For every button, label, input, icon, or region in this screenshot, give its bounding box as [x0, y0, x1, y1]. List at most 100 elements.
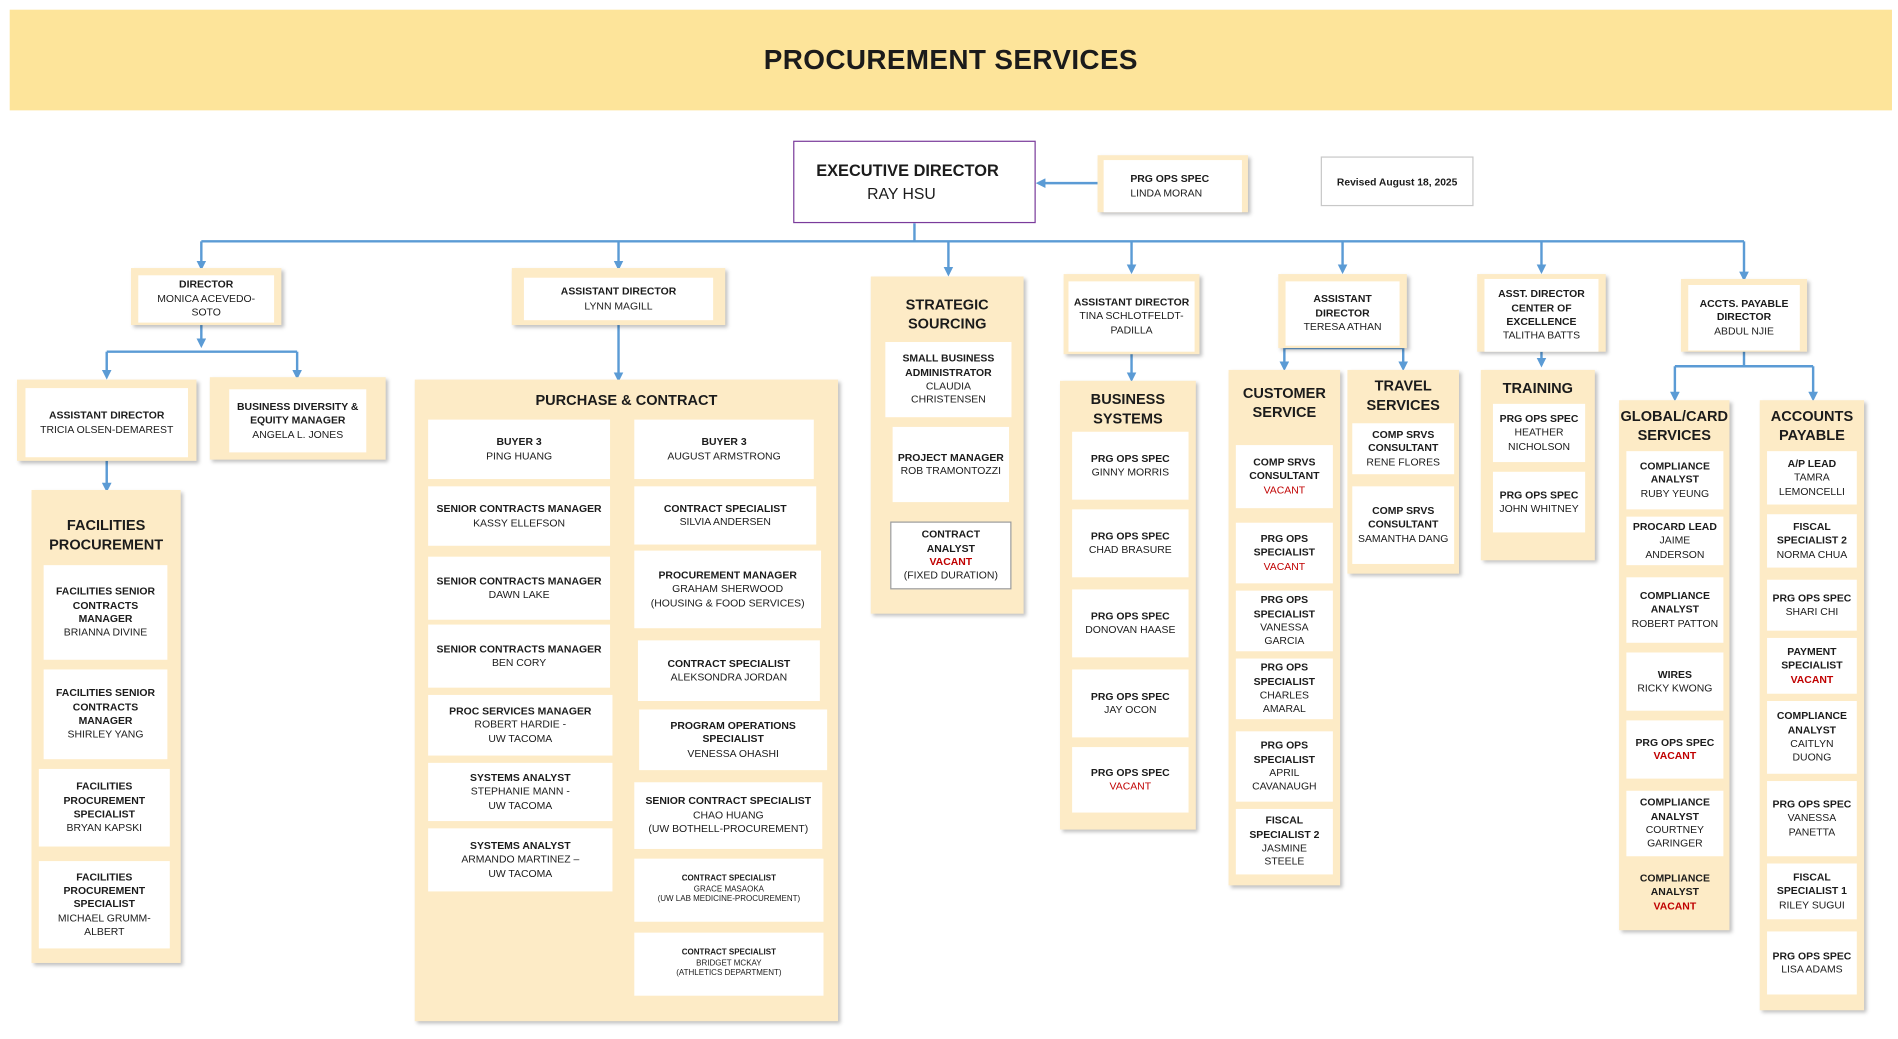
member-name: SHIRLEY YANG: [67, 728, 144, 741]
facilities-member-3: FACILITIES PROCUREMENT SPECIALIST BRYAN …: [38, 768, 170, 847]
customer-member-5: PRG OPS SPECIALIST APRIL CAVANAUGH: [1235, 731, 1333, 802]
member-name: SILVIA ANDERSEN: [679, 515, 771, 528]
member-name: TAMRA LEMONCELLI: [1778, 470, 1845, 497]
business-title: BUSINESS SYSTEMS: [1090, 390, 1166, 427]
member-title: FISCAL SPECIALIST 1: [1776, 870, 1847, 897]
exec-support-panel: PRG OPS SPEC LINDA MORAN: [1097, 155, 1248, 213]
member-title: COMPLIANCE ANALYST: [1776, 709, 1847, 736]
member-title: BUYER 3: [496, 435, 542, 448]
member-name: STEPHANIE MANN -: [470, 785, 570, 798]
purchase-right-7: CONTRACT SPECIALIST GRACE MASAOKA (UW LA…: [634, 858, 824, 922]
business-member-2: PRG OPS SPEC CHAD BRASURE: [1072, 509, 1189, 578]
asst-dir-coe-title: ASST. DIRECTOR CENTER OF EXCELLENCE: [1498, 287, 1585, 328]
member-name: BRIDGET MCKAY: [696, 958, 762, 968]
asst-dir-coe-card: ASST. DIRECTOR CENTER OF EXCELLENCE TALI…: [1484, 278, 1599, 352]
purchase-right-2: CONTRACT SPECIALIST SILVIA ANDERSEN: [634, 486, 817, 545]
member-name: ROBERT PATTON: [1631, 616, 1719, 630]
member-name: KASSY ELLEFSON: [473, 516, 566, 529]
diversity-title: BUSINESS DIVERSITY & EQUITY MANAGER: [237, 400, 359, 427]
member-title: BUYER 3: [701, 435, 747, 448]
executive-name: RAY HSU: [867, 184, 936, 203]
global-member-7: COMPLIANCE ANALYST VACANT: [1626, 866, 1723, 919]
purchase-left-5: PROC SERVICES MANAGER ROBERT HARDIE - UW…: [428, 694, 613, 756]
facilities-member-2: FACILITIES SENIOR CONTRACTS MANAGER SHIR…: [43, 669, 168, 760]
purchase-left-2: SENIOR CONTRACTS MANAGER KASSY ELLEFSON: [428, 486, 611, 546]
member-name: CAITLYN DUONG: [1790, 737, 1834, 764]
asst-dir-purchase-title: ASSISTANT DIRECTOR: [560, 285, 677, 298]
member-name: DONOVAN HAASE: [1085, 623, 1176, 636]
diversity-panel: BUSINESS DIVERSITY & EQUITY MANAGER ANGE…: [209, 377, 386, 460]
customer-title: CUSTOMER SERVICE: [1242, 384, 1326, 421]
asst-dir-customer-name: TERESA ATHAN: [1303, 320, 1382, 333]
business-member-3: PRG OPS SPEC DONOVAN HAASE: [1072, 589, 1189, 658]
member-title: SMALL BUSINESS ADMINISTRATOR: [902, 352, 995, 378]
asst-dir-purchase-name: LYNN MAGILL: [584, 298, 653, 312]
ap-director-name: ABDUL NJIE: [1714, 324, 1774, 337]
purchase-right-5: PROGRAM OPERATIONS SPECIALIST VENESSA OH…: [639, 709, 828, 771]
member-title: PRG OPS SPEC: [1772, 798, 1852, 811]
asst-dir-business-name: TINA SCHLOTFELDT-PADILLA: [1079, 309, 1184, 336]
member-title: PRG OPS SPEC: [1090, 529, 1170, 542]
purchase-panel: PURCHASE & CONTRACT BUYER 3 PING HUANG S…: [414, 379, 839, 1022]
customer-member-4: PRG OPS SPECIALIST CHARLES AMARAL: [1235, 658, 1333, 720]
diversity-name: ANGELA L. JONES: [252, 427, 344, 440]
member-title: PRG OPS SPEC: [1499, 412, 1579, 425]
asst-dir-customer-panel: ASSISTANT DIRECTOR TERESA ATHAN: [1278, 274, 1407, 349]
vacant-label: VACANT: [1263, 559, 1306, 573]
member-title: PRG OPS SPECIALIST: [1253, 738, 1316, 765]
training-panel: TRAINING PRG OPS SPEC HEATHER NICHOLSON …: [1480, 369, 1595, 561]
business-panel: BUSINESS SYSTEMS PRG OPS SPEC GINNY MORR…: [1059, 380, 1196, 830]
member-name: ARMANDO MARTINEZ –: [461, 852, 580, 866]
global-panel: GLOBAL/CARD SERVICES COMPLIANCE ANALYST …: [1619, 400, 1730, 931]
asst-dir-business-title: ASSISTANT DIRECTOR: [1073, 295, 1190, 309]
member-name: SAMANTHA DANG: [1358, 532, 1449, 545]
vacant-label: VACANT: [1263, 483, 1306, 496]
facilities-panel: FACILITIES PROCUREMENT FACILITIES SENIOR…: [31, 489, 181, 963]
member-title: WIRES: [1657, 667, 1692, 680]
customer-panel: CUSTOMER SERVICE COMP SRVS CONSULTANT VA…: [1228, 369, 1341, 886]
member-title: PROGRAM OPERATIONS SPECIALIST: [670, 719, 796, 746]
strategic-panel: STRATEGIC SOURCING SMALL BUSINESS ADMINI…: [870, 276, 1024, 614]
customer-member-1: COMP SRVS CONSULTANT VACANT: [1235, 445, 1333, 509]
member-title: PROCUREMENT MANAGER: [658, 568, 797, 581]
member-name: JAY OCON: [1104, 703, 1157, 716]
member-title: A/P LEAD: [1787, 457, 1837, 470]
member-name: VENESSA OHASHI: [687, 746, 779, 759]
ap-director-panel: ACCTS. PAYABLE DIRECTOR ABDUL NJIE: [1680, 278, 1808, 352]
member-title: COMP SRVS CONSULTANT: [1249, 455, 1320, 482]
executive-director-box: EXECUTIVE DIRECTOR RAY HSU: [793, 140, 1036, 224]
travel-member-2: COMP SRVS CONSULTANT SAMANTHA DANG: [1352, 486, 1455, 564]
ap-director-title: ACCTS. PAYABLE DIRECTOR: [1699, 297, 1789, 324]
director-card: DIRECTOR MONICA ACEVEDO-SOTO: [138, 275, 275, 323]
executive-title: EXECUTIVE DIRECTOR: [816, 161, 999, 180]
member-title: FACILITIES PROCUREMENT SPECIALIST: [63, 780, 146, 820]
business-member-1: PRG OPS SPEC GINNY MORRIS: [1072, 431, 1189, 500]
member-title: CONTRACT SPECIALIST: [663, 501, 787, 514]
member-name: CHAD BRASURE: [1088, 543, 1172, 556]
global-member-1: COMPLIANCE ANALYST RUBY YEUNG: [1626, 451, 1724, 510]
member-title: COMPLIANCE ANALYST: [1639, 795, 1710, 822]
member-title: PROC SERVICES MANAGER: [449, 704, 592, 717]
member-title: PRG OPS SPEC: [1772, 949, 1852, 962]
member-title: PRG OPS SPEC: [1090, 766, 1170, 779]
asst-dir-business-card: ASSISTANT DIRECTOR TINA SCHLOTFELDT-PADI…: [1068, 281, 1195, 352]
member-title: PRG OPS SPECIALIST: [1253, 593, 1316, 620]
member-title: SENIOR CONTRACTS MANAGER: [436, 642, 602, 655]
asst-dir-facilities-name: TRICIA OLSEN-DEMAREST: [40, 422, 174, 435]
travel-panel: TRAVEL SERVICES COMP SRVS CONSULTANT REN…: [1347, 369, 1459, 574]
member-name: GRAHAM SHERWOOD: [672, 582, 784, 595]
member-title: PRG OPS SPEC: [1772, 591, 1852, 604]
member-title: FISCAL SPECIALIST 2: [1249, 814, 1320, 841]
member-name: BEN CORY: [491, 656, 547, 669]
member-title: PRG OPS SPEC: [1635, 735, 1715, 748]
purchase-right-8: CONTRACT SPECIALIST BRIDGET MCKAY (ATHLE…: [634, 932, 824, 996]
revised-date: Revised August 18, 2025: [1320, 156, 1474, 207]
member-note: (FIXED DURATION): [903, 569, 998, 582]
payable-member-4: PAYMENT SPECIALIST VACANT: [1767, 637, 1857, 694]
exec-support-name: LINDA MORAN: [1130, 186, 1203, 199]
asst-dir-customer-card: ASSISTANT DIRECTOR TERESA ATHAN: [1285, 281, 1400, 346]
member-name: RICKY KWONG: [1637, 681, 1713, 694]
member-name: LISA ADAMS: [1781, 962, 1843, 976]
member-name: VANESSA GARCIA: [1260, 620, 1309, 647]
payable-member-8: PRG OPS SPEC LISA ADAMS: [1767, 931, 1857, 995]
